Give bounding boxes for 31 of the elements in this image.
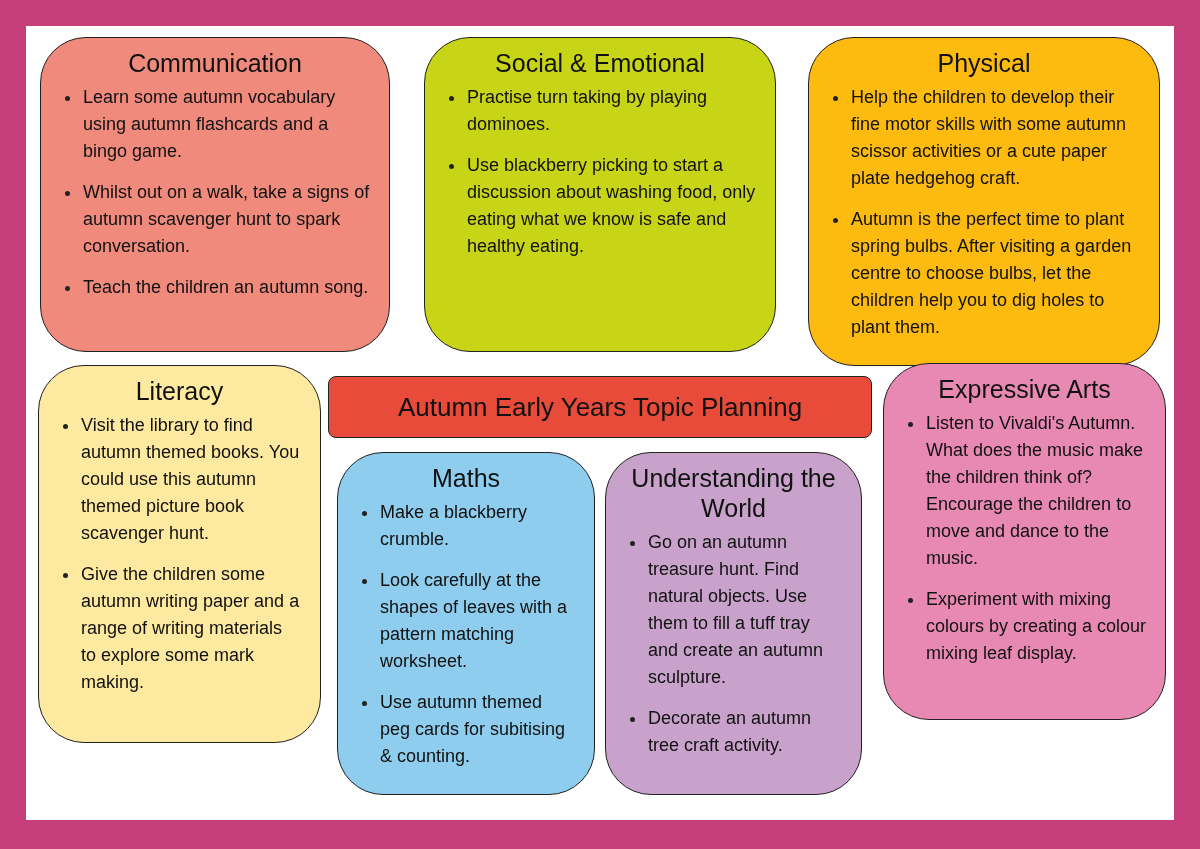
bullet-text: Go on an autumn treasure hunt. Find natural objects. Use them to fill a tuff tray and create an autumn sculpture. <box>648 531 825 689</box>
topic-card <box>424 37 776 352</box>
bullet-text: Look carefully at the shapes of leaves with a pattern matching worksheet. <box>380 569 569 673</box>
topic-card <box>808 37 1160 366</box>
bullet-text: Visit the library to find autumn themed books. You could use this autumn themed picture book scavenger hunt. <box>81 414 301 545</box>
bullet-text: Experiment with mixing colours by creating a colour mixing leaf display. <box>926 588 1147 665</box>
card-heading: Communication <box>127 48 303 78</box>
bullet-text: Decorate an autumn tree craft activity. <box>648 707 813 757</box>
card-heading: Maths <box>430 463 502 493</box>
bullet-text: Give the children some autumn writing paper and a range of writing materials to explore some mark making. <box>81 563 301 694</box>
title-banner: Autumn Early Years Topic Planning <box>328 376 872 438</box>
card-heading: Literacy <box>134 376 225 406</box>
card-heading: Physical <box>936 48 1032 78</box>
topic-card <box>38 365 321 743</box>
topic-card <box>337 452 595 795</box>
card-heading: Expressive Arts <box>937 374 1112 404</box>
bullet-text: Make a blackberry crumble. <box>380 501 529 551</box>
bullet-text: Listen to Vivaldi's Autumn. What does the music make the children think of? Encourage the children to move and dance to the music. <box>926 412 1145 570</box>
topic-card <box>605 452 862 795</box>
bullet-text: Whilst out on a walk, take a signs of autumn scavenger hunt to spark conversation. <box>83 181 371 258</box>
bullet-text: Practise turn taking by playing dominoes. <box>467 86 709 136</box>
topic-card <box>40 37 390 352</box>
bullet-text: Help the children to develop their fine motor skills with some autumn scissor activities or a cute paper plate hedgehog craft. <box>851 86 1128 190</box>
bullet-text: Learn some autumn vocabulary using autumn flashcards and a bingo game. <box>83 86 337 163</box>
bullet-text: Autumn is the perfect time to plant spring bulbs. After visiting a garden centre to choose bulbs, let the children help you to dig holes to plant them. <box>851 208 1133 339</box>
bullet-text: Use blackberry picking to start a discussion about washing food, only eating what we know is safe and healthy eating. <box>467 154 757 258</box>
topic-card <box>883 363 1166 720</box>
card-heading: Social & Emotional <box>494 48 706 78</box>
bullet-text: Use autumn themed peg cards for subitising & counting. <box>380 691 567 768</box>
bullet-text: Teach the children an autumn song. <box>83 276 370 299</box>
card-heading: Understanding the World <box>630 463 837 523</box>
